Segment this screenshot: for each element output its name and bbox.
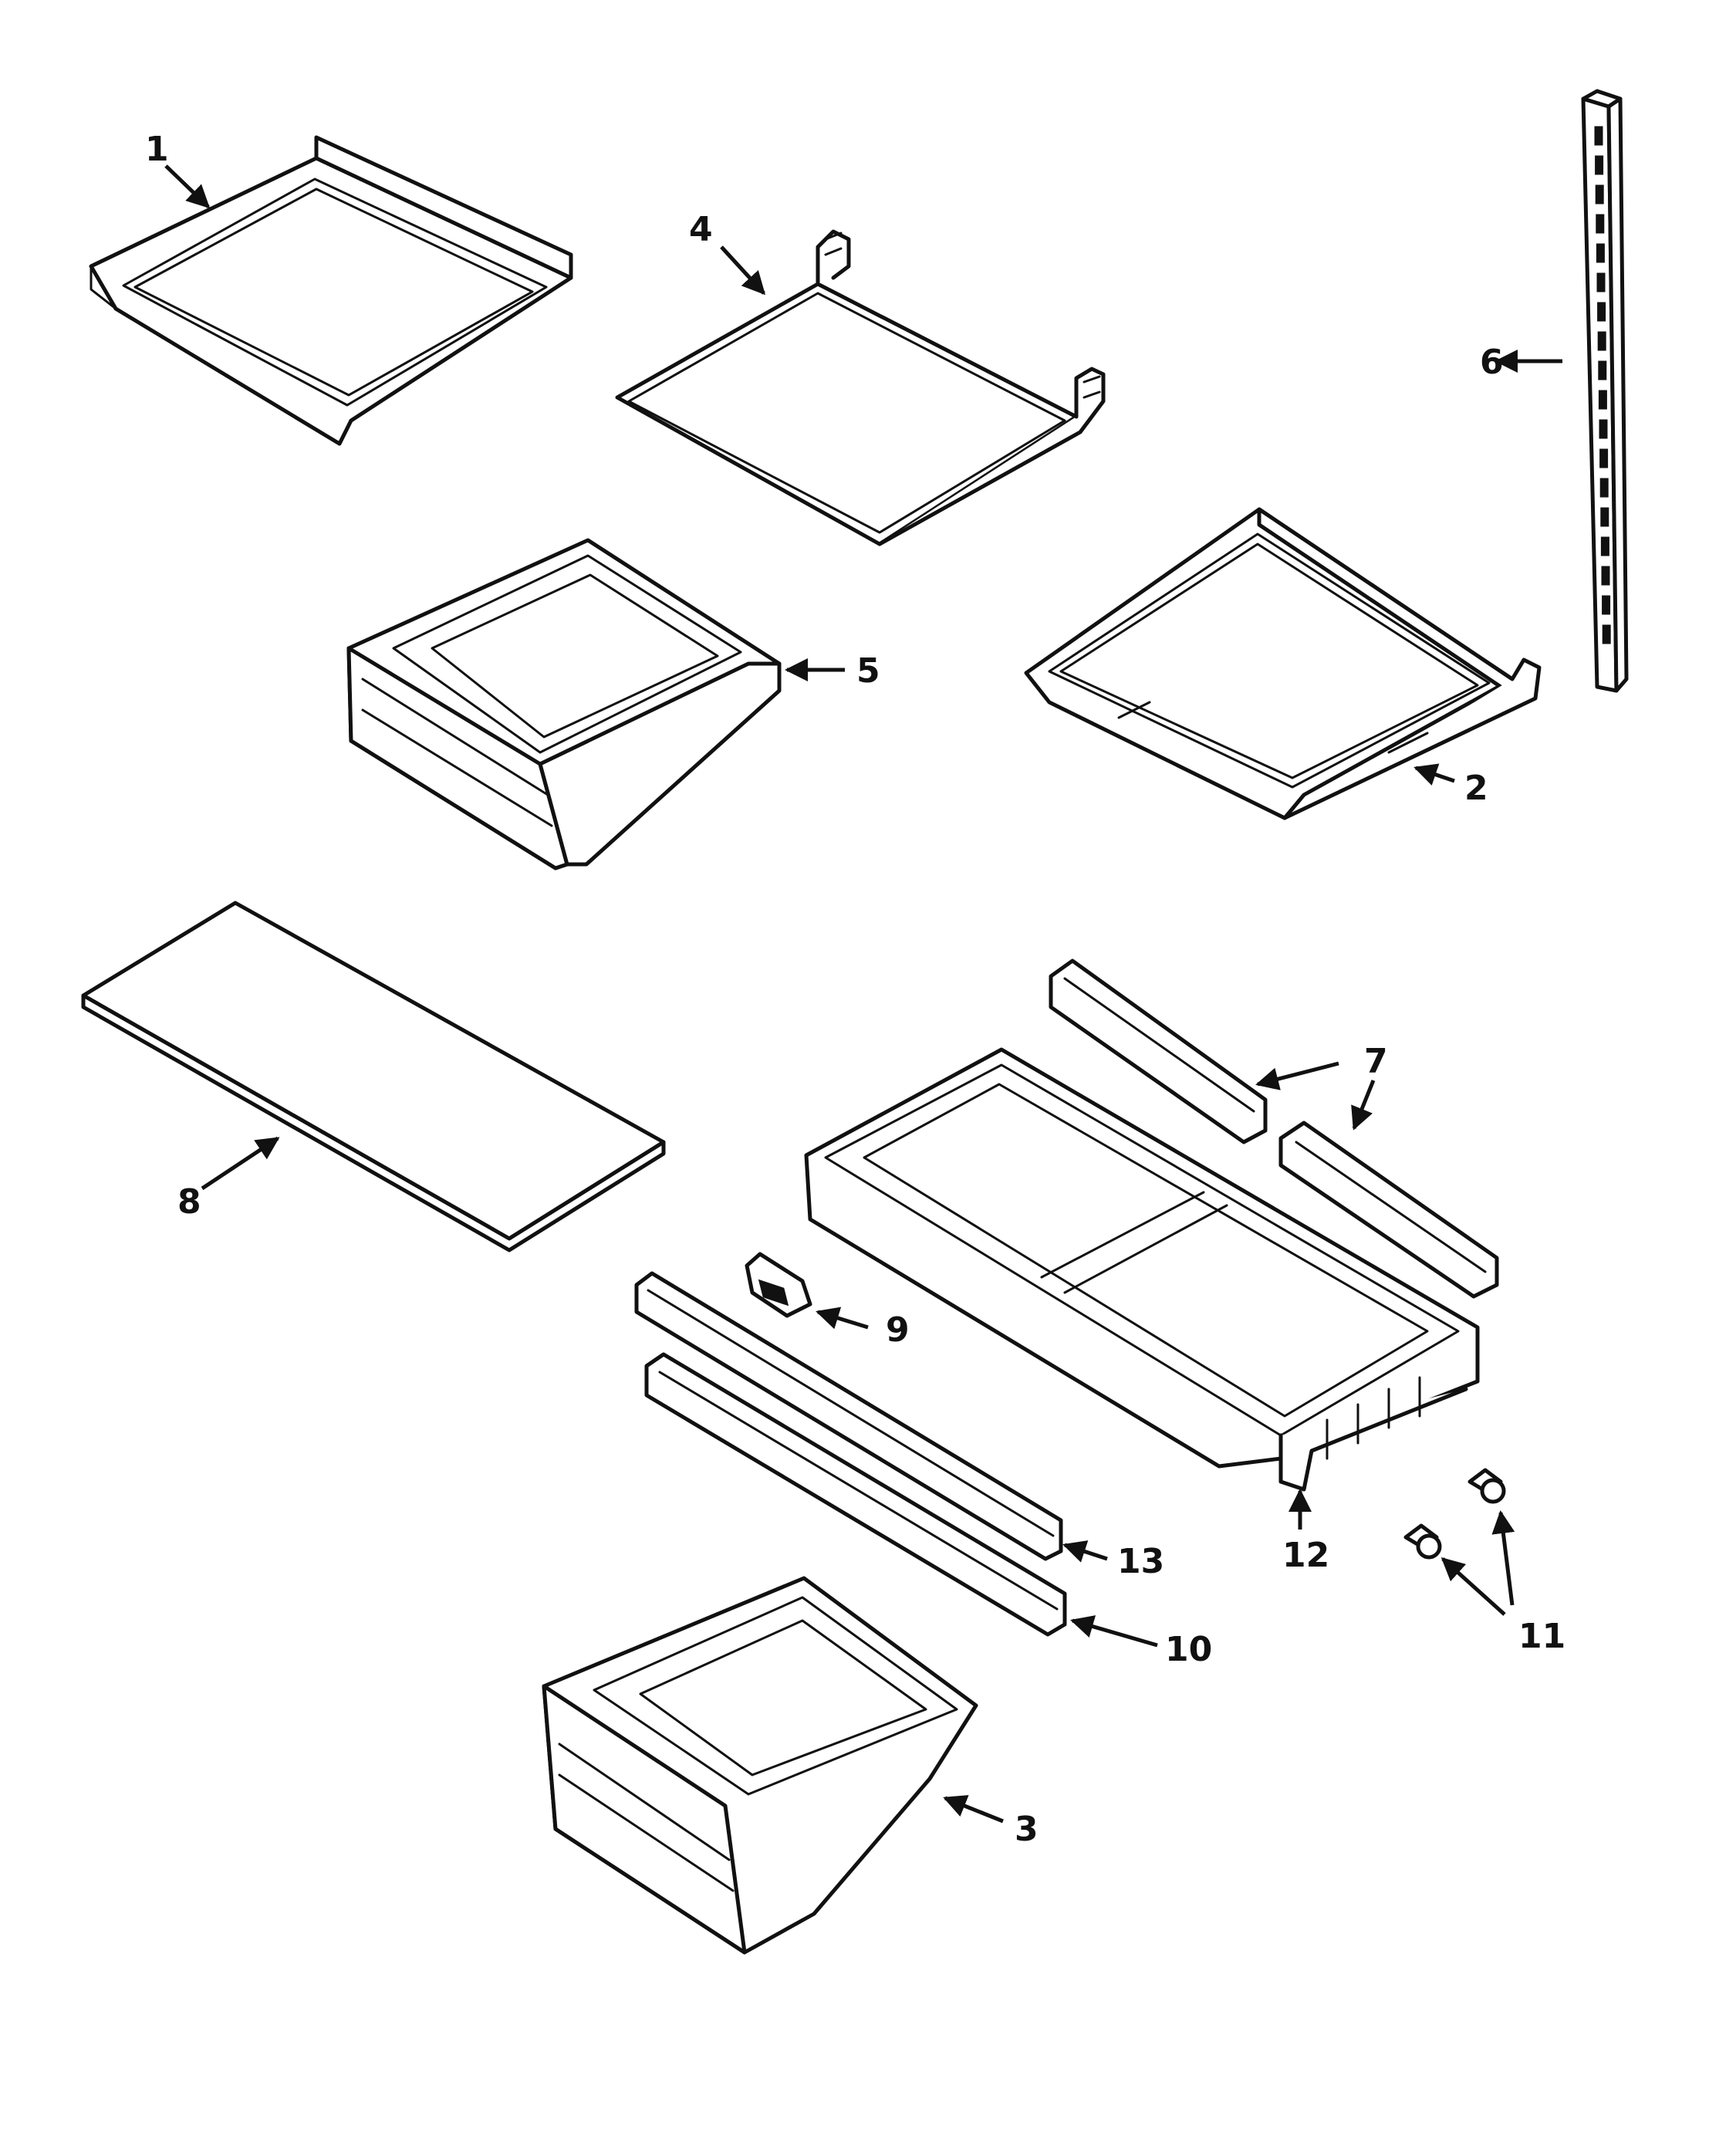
rail-slot [1596, 272, 1606, 292]
callout-11: 11 [1518, 1617, 1565, 1656]
callout-7: 7 [1364, 1042, 1388, 1081]
part-6-shelf-support-rail [1581, 89, 1629, 693]
callout-8: 8 [177, 1182, 201, 1222]
leader-8 [201, 1136, 280, 1191]
rail-slot [1596, 214, 1605, 234]
leader-7a [1255, 1061, 1339, 1090]
callout-2: 2 [1464, 769, 1488, 808]
rail-slot [1594, 126, 1603, 146]
callout-13: 13 [1117, 1542, 1164, 1581]
callout-9: 9 [886, 1310, 910, 1350]
leader-2 [1413, 763, 1455, 786]
rail-slot [1602, 595, 1611, 615]
rail-slot [1596, 243, 1605, 263]
rail-slot [1599, 448, 1609, 468]
part-9-clip [745, 1252, 812, 1318]
callout-3: 3 [1015, 1810, 1039, 1849]
part-13-front-rail [634, 1271, 1063, 1561]
rail-slot [1597, 331, 1606, 351]
callout-4: 4 [689, 210, 713, 249]
rail-slot [1598, 390, 1607, 410]
part-1-glass-shelf [89, 135, 573, 446]
part-12-crisper-cover-frame [804, 1047, 1480, 1492]
rail-slot [1599, 478, 1609, 498]
leader-1 [164, 164, 211, 209]
rail-slot [1599, 419, 1608, 439]
part-11-screws [1403, 1468, 1506, 1560]
leader-11b [1440, 1557, 1506, 1616]
part-5-drawer [346, 538, 782, 870]
leader-lines [164, 164, 1562, 1824]
rail-slot [1598, 360, 1607, 380]
part-3-drawer [542, 1576, 978, 1955]
rail-slot [1595, 184, 1604, 205]
callout-5: 5 [856, 651, 880, 691]
leader-11a [1491, 1510, 1515, 1606]
part-8-glass-panel [81, 901, 666, 1252]
rail-slot [1601, 566, 1610, 586]
leader-4 [720, 245, 766, 296]
leader-13 [1062, 1540, 1108, 1563]
leader-9 [816, 1307, 869, 1330]
callout-1: 1 [145, 130, 169, 169]
rail-slot [1595, 155, 1604, 175]
leader-7b [1351, 1080, 1376, 1131]
part-4-metal-shelf [615, 229, 1106, 546]
part-7-end-caps [1049, 958, 1499, 1299]
callout-12: 12 [1282, 1536, 1329, 1575]
rail-slot [1602, 624, 1611, 644]
rail-slot [1597, 302, 1606, 322]
rail-slot [1600, 507, 1609, 527]
callout-6: 6 [1480, 343, 1504, 382]
leader-10 [1070, 1615, 1158, 1648]
rail-slot [1600, 536, 1609, 556]
callout-10: 10 [1165, 1630, 1212, 1669]
part-2-shelf-with-brackets [1024, 507, 1542, 820]
part-10-front-rail [644, 1352, 1067, 1637]
callout-labels: 1 4 6 5 2 7 8 9 12 13 10 11 3 [145, 130, 1565, 1849]
leader-3 [943, 1795, 1004, 1824]
